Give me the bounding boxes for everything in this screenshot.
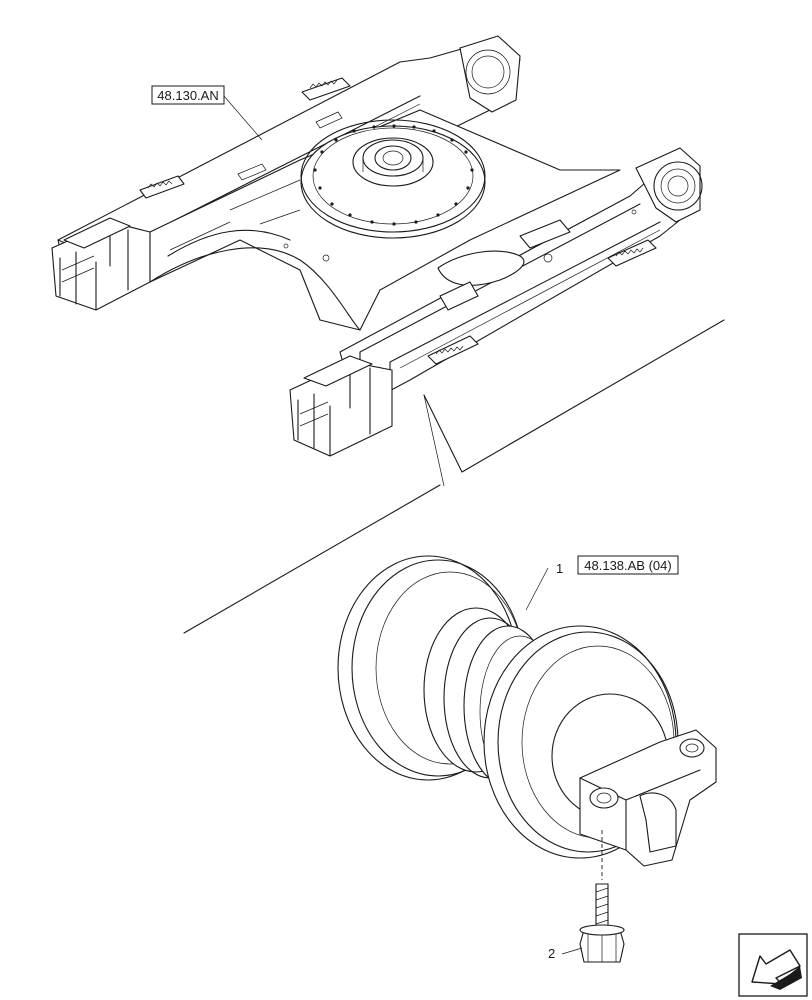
bolt (579, 883, 625, 963)
item2-leader (561, 947, 583, 955)
frame-reference-leader (223, 95, 263, 141)
item2-callout: 2 (548, 946, 555, 961)
detail-leader-line (183, 319, 725, 634)
roller-reference-label[interactable]: 48.138.AB (04) (577, 555, 679, 575)
item1-leader (525, 567, 549, 611)
track-roller (337, 555, 717, 867)
frame-reference-label[interactable]: 48.130.AN (151, 85, 225, 105)
slewing-ring (300, 119, 486, 239)
svg-text:48.138.AB (04): 48.138.AB (04) (584, 558, 671, 573)
svg-text:48.130.AN: 48.130.AN (157, 88, 218, 103)
item1-callout: 1 (556, 561, 563, 576)
undercarriage-frame (51, 35, 703, 457)
ring-bolt-holes (313, 124, 474, 226)
lower-left-arrow-icon[interactable] (738, 933, 808, 997)
